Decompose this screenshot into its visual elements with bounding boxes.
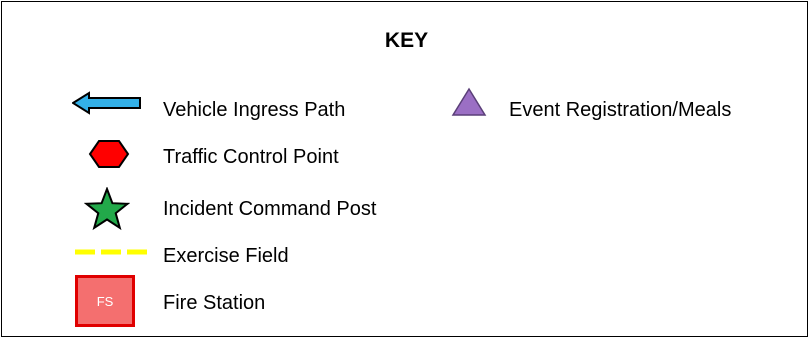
star-icon — [84, 187, 130, 231]
legend-label-vehicle-ingress-path: Vehicle Ingress Path — [163, 99, 346, 121]
fire-station-icon: FS — [75, 275, 135, 327]
legend-label-fire-station: Fire Station — [163, 292, 266, 314]
triangle-icon — [451, 87, 487, 116]
legend-label-exercise-field: Exercise Field — [163, 245, 289, 267]
hexagon-icon — [88, 140, 130, 168]
legend-label-event-registration-meals: Event Registration/Meals — [509, 99, 732, 121]
legend-label-incident-command-post: Incident Command Post — [163, 198, 377, 220]
legend-label-traffic-control-point: Traffic Control Point — [163, 146, 339, 168]
dashed-line-icon — [75, 249, 147, 255]
fire-station-icon-text: FS — [97, 294, 114, 309]
key-title: KEY — [384, 29, 429, 52]
arrow-left-icon — [72, 91, 141, 115]
